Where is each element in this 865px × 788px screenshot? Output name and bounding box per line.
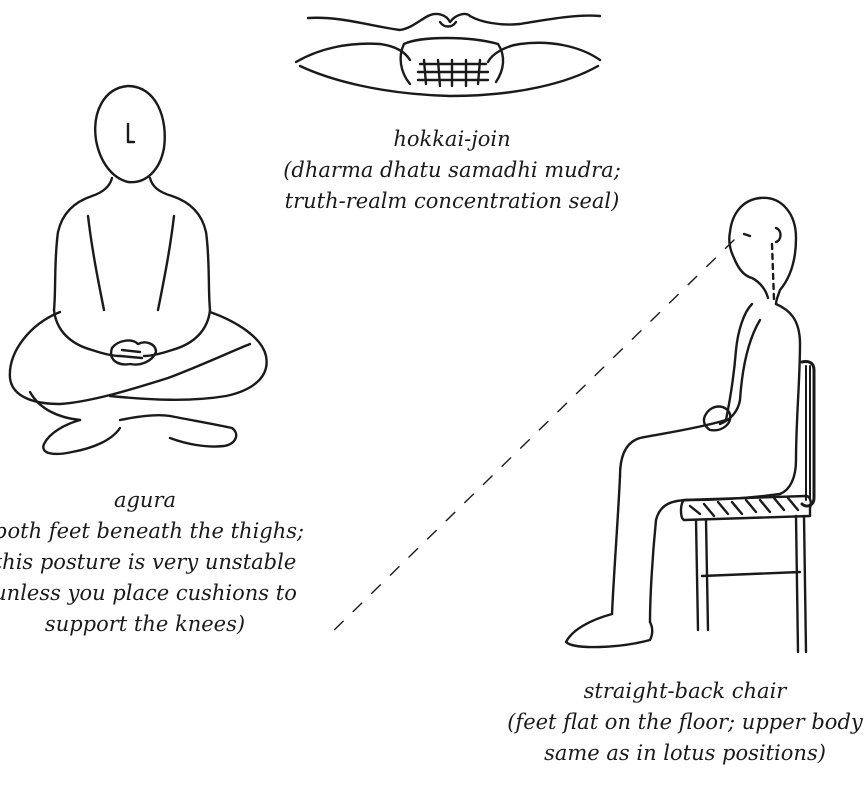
caption-line: hokkai-join [232,124,672,155]
caption-line: straight-back chair [505,676,865,707]
caption-line: same as in lotus positions) [505,738,865,769]
caption-line: truth-realm concentration seal) [232,186,672,217]
chair-drawing [681,361,814,652]
agura-figure-drawing [10,86,267,454]
caption-line: (dharma dhatu samadhi mudra; [232,155,672,186]
chair-figure-drawing [566,198,800,647]
caption-line: support the knees) [0,609,360,640]
gaze-line [328,240,734,636]
caption-line: (both feet beneath the thighs; [0,516,360,547]
caption-line: unless you place cushions to [0,578,360,609]
straight-back-chair-caption: straight-back chair (feet flat on the fl… [505,676,865,769]
caption-line: this posture is very unstable [0,547,360,578]
hokkai-join-caption: hokkai-join (dharma dhatu samadhi mudra;… [232,124,672,217]
caption-line: agura [0,485,360,516]
mudra-hands-drawing [296,14,600,96]
caption-line: (feet flat on the floor; upper body [505,707,865,738]
agura-caption: agura (both feet beneath the thighs; thi… [0,485,360,640]
